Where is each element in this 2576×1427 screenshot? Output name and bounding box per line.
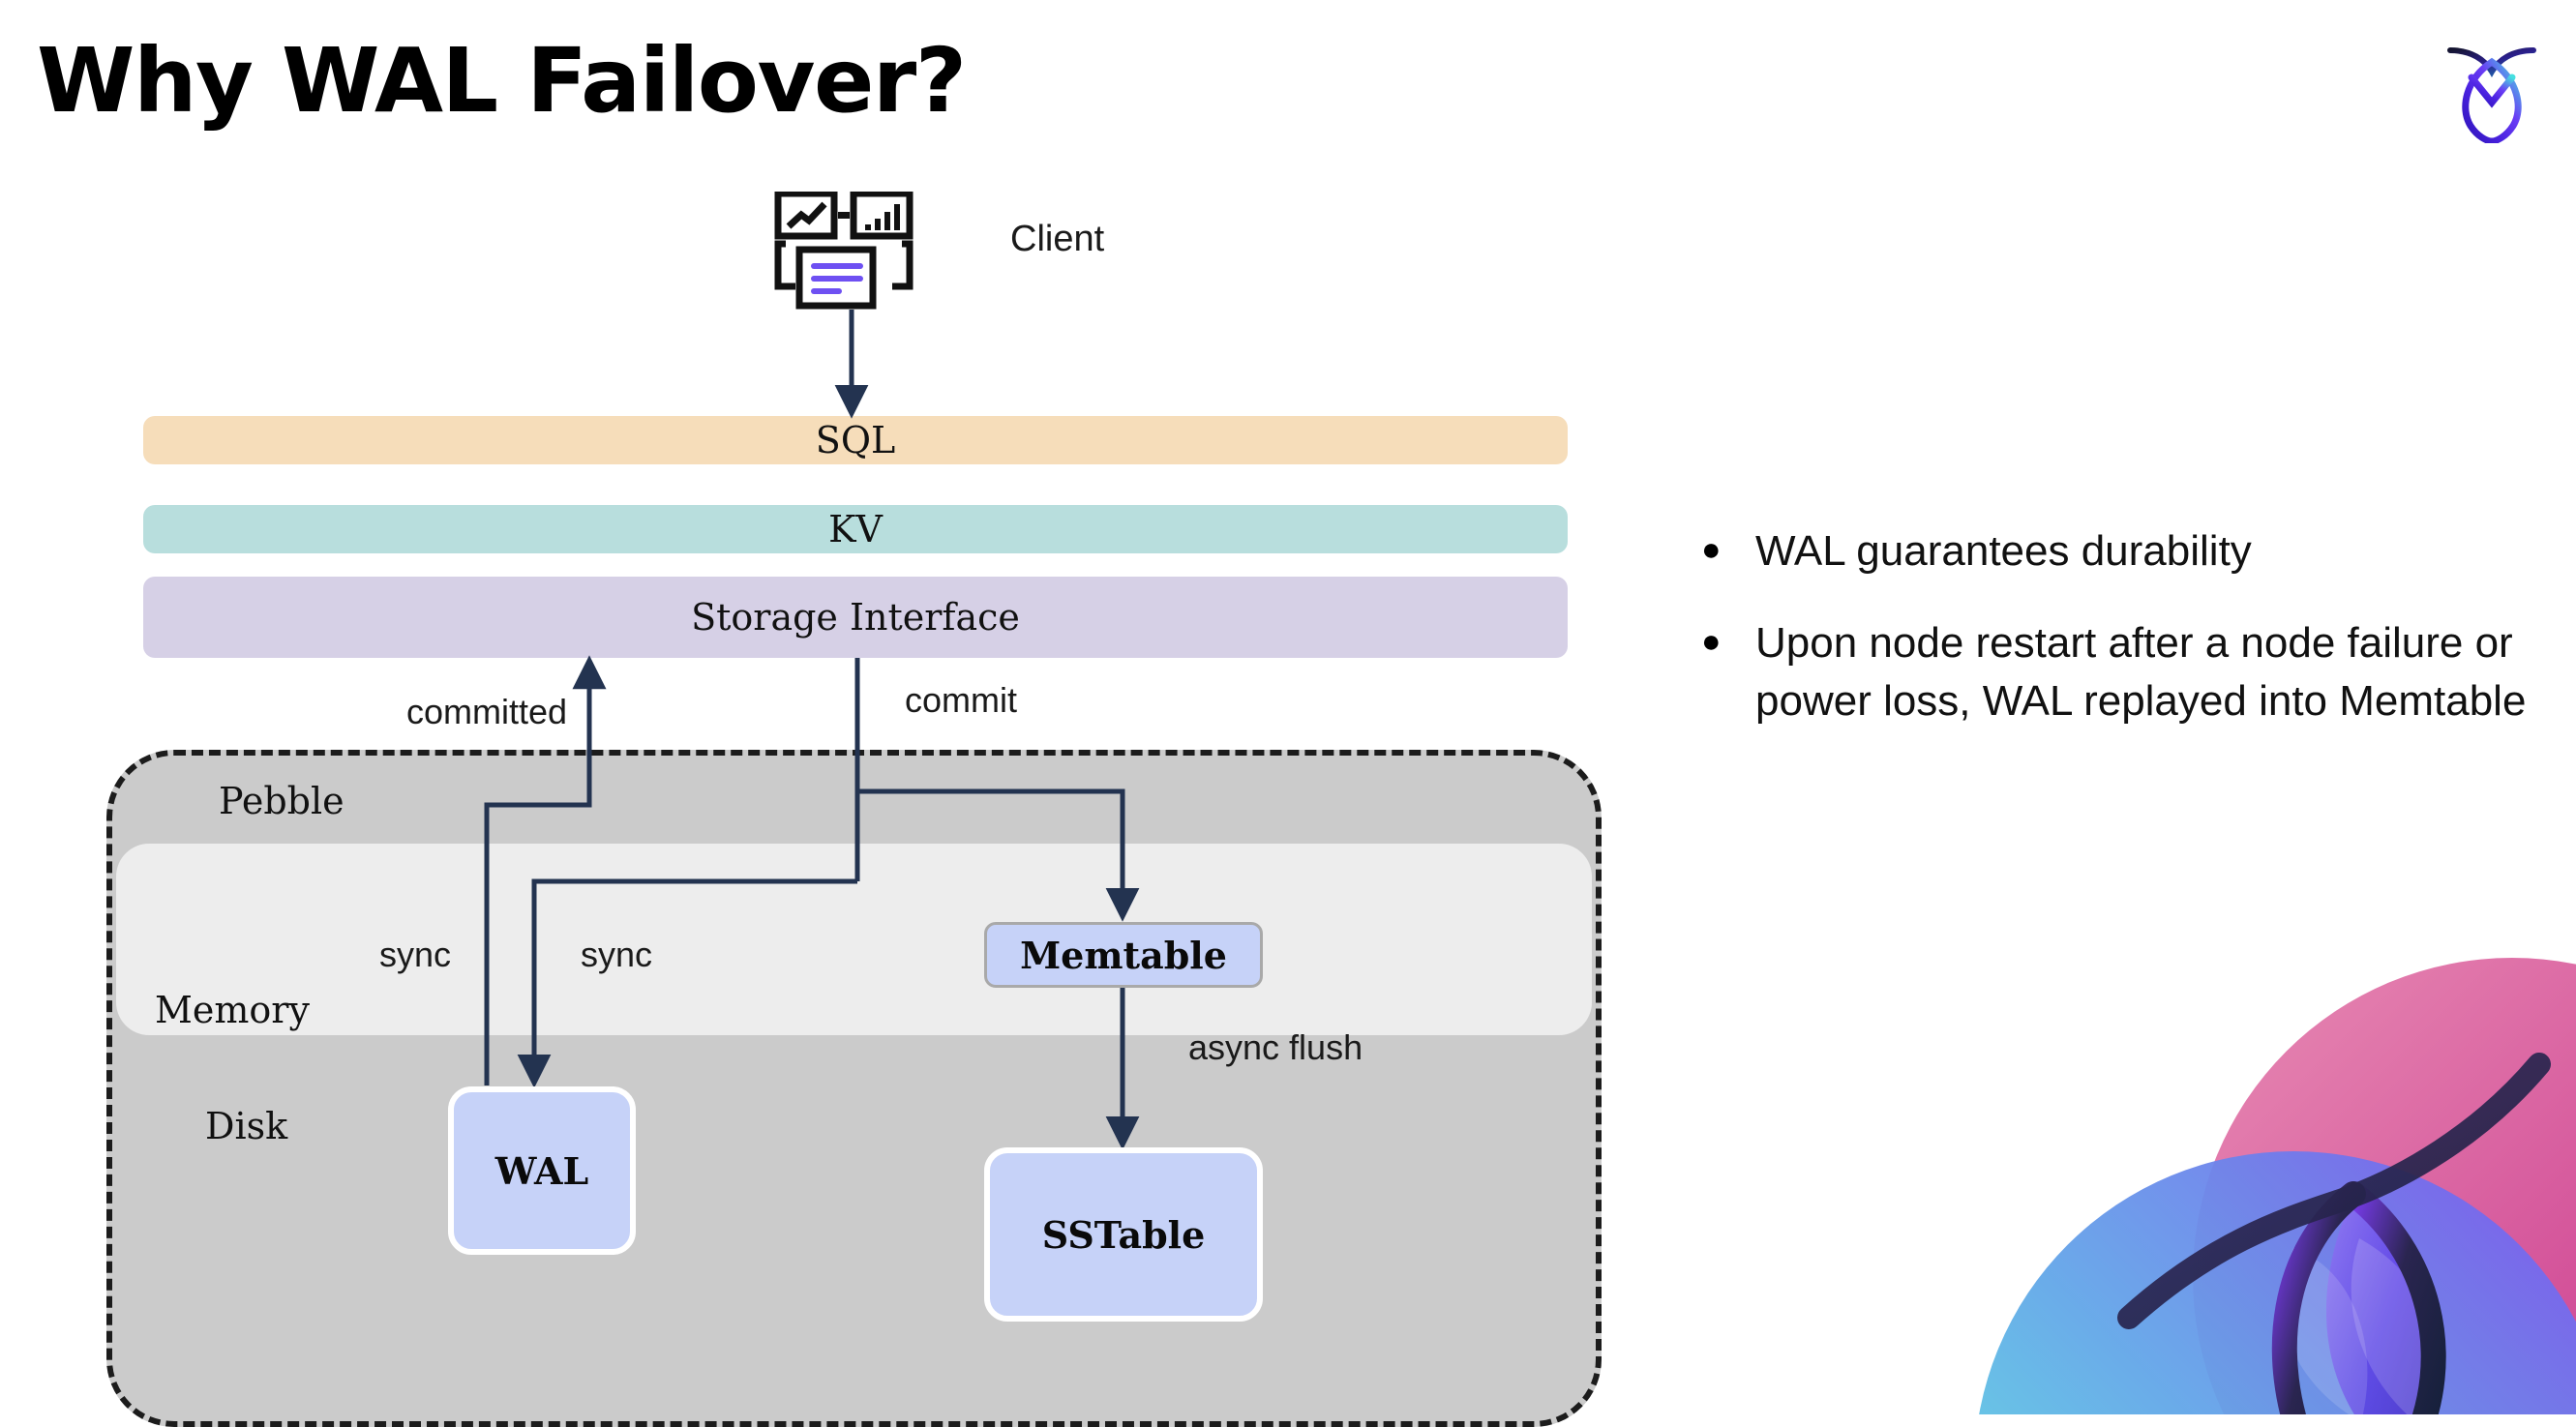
- bullet-text: WAL guarantees durability: [1755, 527, 2252, 575]
- node-wal: WAL: [448, 1086, 636, 1255]
- disk-label: Disk: [205, 1105, 288, 1147]
- architecture-diagram: Client SQL KV Storage Interface Pebble M…: [106, 190, 1602, 1427]
- edge-label-committed: committed: [406, 692, 568, 731]
- layer-label-storage-interface: Storage Interface: [691, 596, 1020, 639]
- bullet-list: ● WAL guarantees durability ● Upon node …: [1701, 522, 2543, 764]
- edge-label-commit: commit: [905, 680, 1017, 720]
- layer-label-kv: KV: [828, 508, 883, 550]
- layer-bar-storage-interface: Storage Interface: [143, 577, 1568, 658]
- cockroachdb-logo-icon: [2441, 35, 2543, 145]
- edge-label-sync-2: sync: [581, 935, 653, 974]
- list-item: ● WAL guarantees durability: [1701, 522, 2543, 580]
- client-label: Client: [1010, 219, 1105, 259]
- node-sstable: SSTable: [984, 1147, 1263, 1322]
- memory-region: [116, 844, 1592, 1035]
- bullet-text: Upon node restart after a node failure o…: [1755, 619, 2527, 725]
- node-memtable: Memtable: [984, 922, 1263, 988]
- edge-label-sync-1: sync: [379, 935, 452, 974]
- node-label-sstable: SSTable: [1041, 1212, 1206, 1257]
- edge-label-async-flush: async flush: [1188, 1027, 1363, 1067]
- layer-bar-sql: SQL: [143, 416, 1568, 464]
- node-label-memtable: Memtable: [1020, 933, 1227, 977]
- memory-label: Memory: [155, 989, 310, 1031]
- cockroachdb-watermark-icon: [1974, 929, 2576, 1414]
- bullet-marker-icon: ●: [1701, 531, 1722, 568]
- pebble-label: Pebble: [219, 780, 344, 822]
- page-title: Why WAL Failover?: [37, 29, 967, 133]
- layer-label-sql: SQL: [815, 419, 896, 461]
- node-label-wal: WAL: [494, 1148, 589, 1193]
- bullet-marker-icon: ●: [1701, 623, 1722, 661]
- list-item: ● Upon node restart after a node failure…: [1701, 614, 2543, 729]
- layer-bar-kv: KV: [143, 505, 1568, 553]
- client-dashboard-icon: [774, 190, 929, 317]
